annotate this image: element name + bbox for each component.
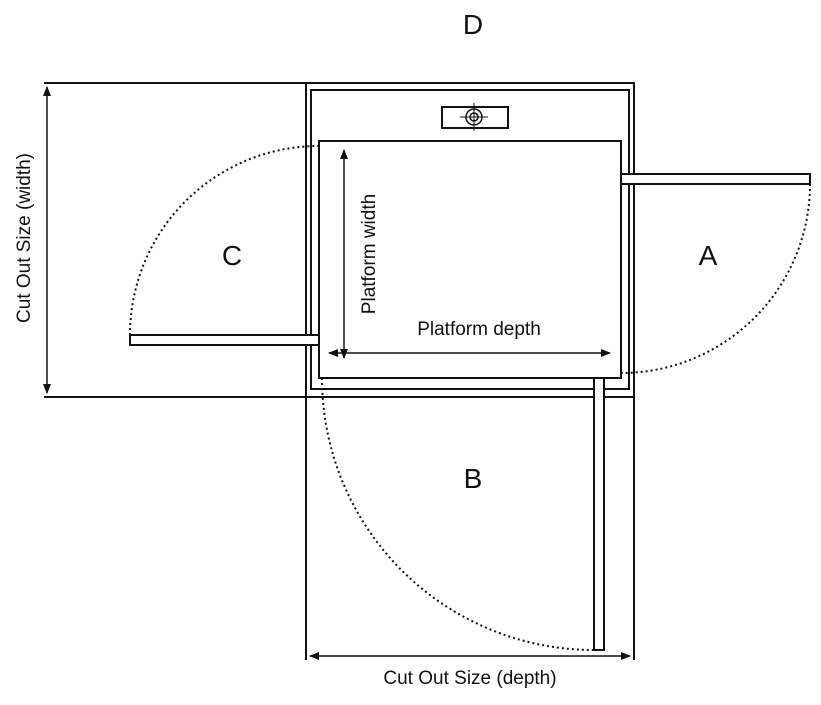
side-b-label: B xyxy=(464,463,483,494)
side-c-label: C xyxy=(222,240,242,271)
cutout-width-label: Cut Out Size (width) xyxy=(14,153,35,323)
door-b-swing-arc xyxy=(321,377,595,651)
door-a-leaf xyxy=(620,173,811,185)
platform-width-label: Platform width xyxy=(359,194,380,314)
door-b-leaf xyxy=(593,377,605,651)
control-unit-box xyxy=(441,106,509,129)
door-a-swing-arc xyxy=(620,183,811,374)
shaft-inner-frame xyxy=(310,89,630,390)
door-c-swing-arc xyxy=(129,145,320,336)
platform-depth-label: Platform depth xyxy=(417,319,541,340)
cutout-depth-label: Cut Out Size (depth) xyxy=(383,668,556,689)
side-d-label: D xyxy=(463,9,483,40)
door-c-leaf xyxy=(129,334,320,346)
side-a-label: A xyxy=(699,240,718,271)
cutout-outer-frame xyxy=(305,82,635,398)
platform-outline xyxy=(318,140,622,379)
